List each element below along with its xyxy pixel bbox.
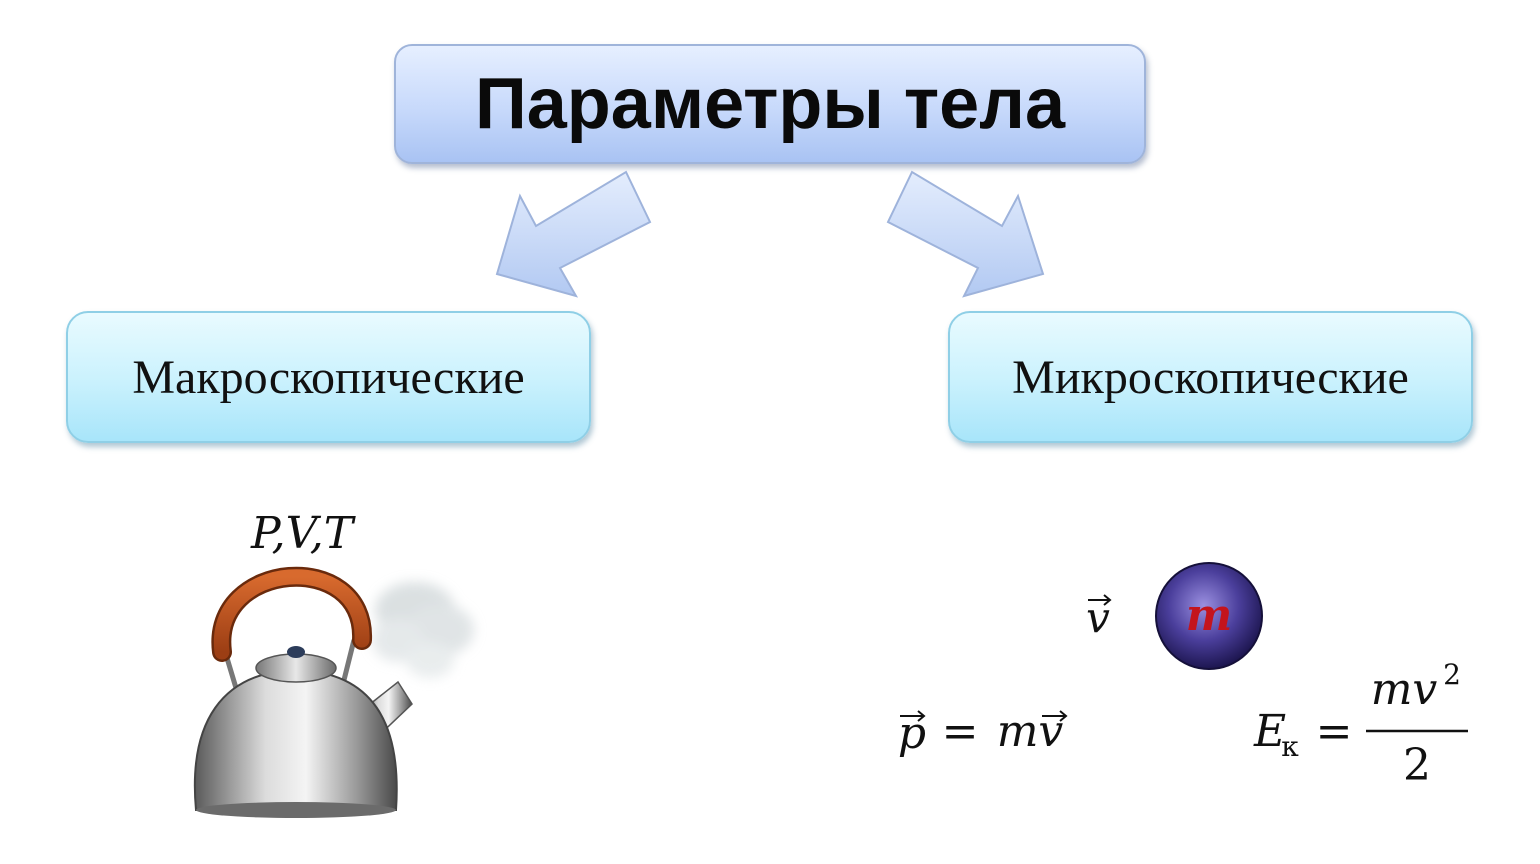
kinetic-equals: =	[1316, 706, 1353, 757]
momentum-rhs: mv	[997, 706, 1064, 757]
macro-box: Макроскопические	[66, 311, 591, 443]
micro-box: Микроскопические	[948, 311, 1473, 443]
arrow-down-right-icon	[886, 170, 1045, 298]
steam-icon	[372, 582, 474, 678]
macro-params: P,V,T	[250, 508, 357, 559]
kinetic-exponent: 2	[1443, 658, 1461, 691]
title-box: Параметры тела	[394, 44, 1146, 164]
velocity-letter: v	[1086, 593, 1110, 642]
kinetic-lhs: E	[1253, 706, 1286, 757]
momentum-formula: p = mv	[898, 706, 1068, 759]
kettle-icon	[193, 566, 474, 818]
page-title: Параметры тела	[475, 64, 1065, 144]
velocity-symbol: v	[1086, 593, 1112, 642]
macro-label: Макроскопические	[132, 350, 525, 404]
particle-label: m	[1186, 590, 1233, 641]
micro-label: Микроскопические	[1012, 350, 1409, 404]
particle-icon: m	[1155, 562, 1263, 670]
kinetic-numerator: mv	[1371, 664, 1438, 715]
kinetic-denominator: 2	[1403, 740, 1431, 791]
kinetic-formula: E к = mv 2 2	[1253, 658, 1468, 791]
arrow-down-left-icon	[495, 170, 652, 298]
kinetic-subscript: к	[1281, 730, 1299, 763]
momentum-equals: =	[942, 706, 979, 757]
